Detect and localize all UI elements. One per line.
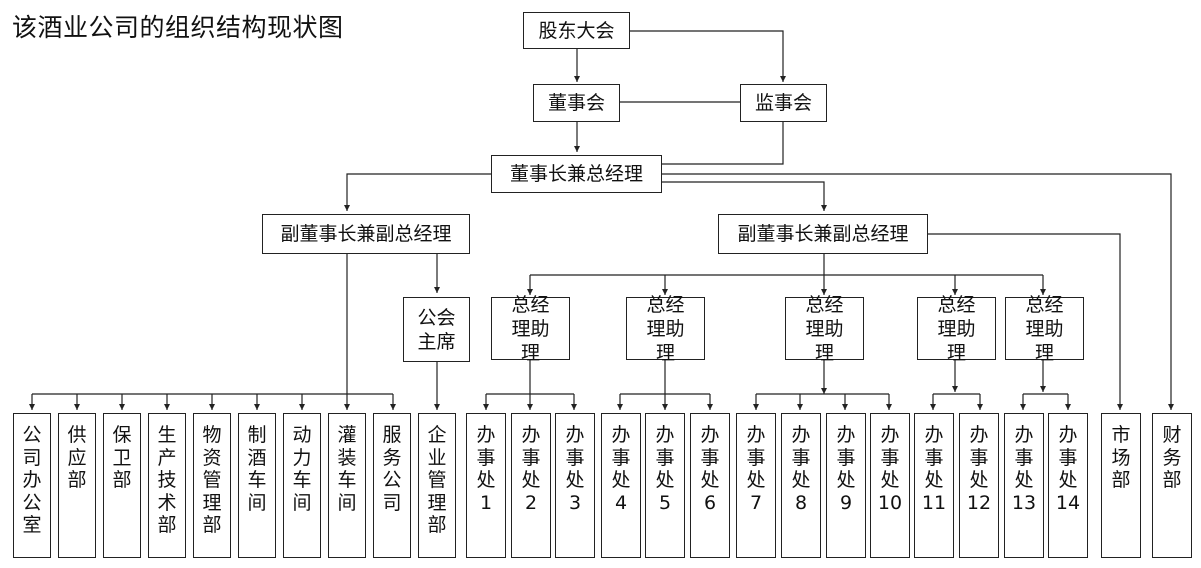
- dept-label: 动力车间: [292, 424, 312, 514]
- dept-label: 服务公司: [382, 424, 402, 514]
- dept-box: 保卫部: [103, 413, 141, 558]
- node-union-chair: 公会主席: [403, 297, 470, 362]
- diagram-title: 该酒业公司的组织结构现状图: [12, 13, 344, 42]
- node-gm-assistant-4: 总经理助理: [917, 294, 996, 364]
- dept-box: 生产技术部: [148, 413, 186, 558]
- dept-box: 服务公司: [373, 413, 411, 558]
- dept-box: 动力车间: [283, 413, 321, 558]
- dept-label: 供应部: [67, 424, 87, 491]
- node-chairman-gm: 董事长兼总经理: [491, 155, 662, 193]
- dept-box: 公司办公室: [13, 413, 51, 558]
- dept-box: 物资管理部: [193, 413, 231, 558]
- node-gm-assistant-1: 总经理助理: [491, 294, 570, 364]
- dept-label: 生产技术部: [157, 424, 177, 536]
- dept-label: 保卫部: [112, 424, 132, 491]
- dept-box: 财务部: [1152, 413, 1192, 558]
- node-gm-assistant-3: 总经理助理: [785, 294, 864, 364]
- dept-box: 市场部: [1101, 413, 1141, 558]
- dept-label: 市场部: [1111, 424, 1131, 491]
- dept-label: 企业管理部: [427, 424, 447, 536]
- dept-box: 供应部: [58, 413, 96, 558]
- node-gm-assistant-2: 总经理助理: [626, 294, 705, 364]
- dept-label: 公司办公室: [22, 424, 42, 536]
- node-supervisory-board: 监事会: [740, 84, 827, 122]
- node-board-of-directors: 董事会: [533, 84, 620, 122]
- dept-box: 企业管理部: [418, 413, 456, 558]
- dept-label: 物资管理部: [202, 424, 222, 536]
- dept-box: 灌装车间: [328, 413, 366, 558]
- dept-label: 财务部: [1162, 424, 1182, 491]
- dept-label: 制酒车间: [247, 424, 267, 514]
- node-vice-chairman-right: 副董事长兼副总经理: [718, 214, 928, 254]
- node-gm-assistant-5: 总经理助理: [1005, 294, 1084, 364]
- dept-label: 灌装车间: [337, 424, 357, 514]
- node-shareholders-meeting: 股东大会: [523, 12, 630, 49]
- node-vice-chairman-left: 副董事长兼副总经理: [262, 214, 470, 254]
- dept-box: 制酒车间: [238, 413, 276, 558]
